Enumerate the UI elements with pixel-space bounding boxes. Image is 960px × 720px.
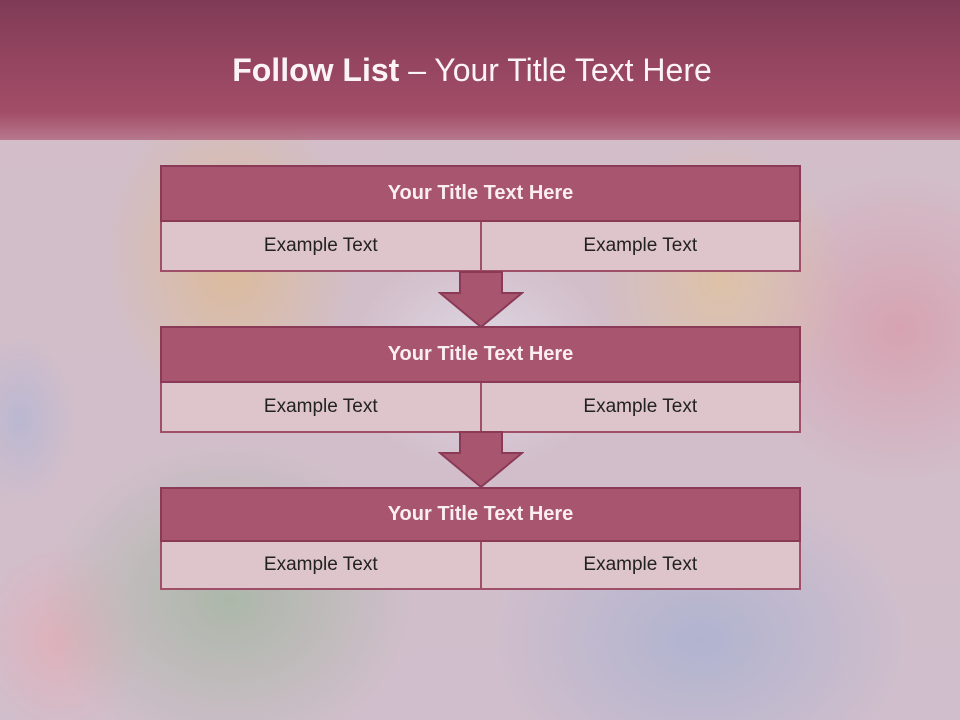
block-cell-left: Example Text: [160, 383, 482, 433]
list-block-1: Your Title Text Here Example Text Exampl…: [160, 165, 801, 272]
block-cell-right: Example Text: [481, 222, 801, 272]
block-cell-left: Example Text: [160, 542, 482, 590]
block-title: Your Title Text Here: [160, 326, 801, 383]
list-block-2: Your Title Text Here Example Text Exampl…: [160, 326, 801, 433]
block-title: Your Title Text Here: [160, 487, 801, 542]
header-band: [0, 0, 960, 140]
slide-title-bold: Follow List: [232, 52, 400, 88]
down-arrow-icon: [438, 271, 524, 329]
slide-title: Follow List – Your Title Text Here: [0, 52, 944, 89]
block-cell-right: Example Text: [481, 542, 801, 590]
block-row: Example Text Example Text: [160, 542, 801, 590]
down-arrow-icon: [438, 431, 524, 489]
slide-title-rest: – Your Title Text Here: [399, 52, 712, 88]
block-row: Example Text Example Text: [160, 383, 801, 433]
block-cell-right: Example Text: [481, 383, 801, 433]
block-row: Example Text Example Text: [160, 222, 801, 272]
block-title: Your Title Text Here: [160, 165, 801, 222]
block-cell-left: Example Text: [160, 222, 482, 272]
list-block-3: Your Title Text Here Example Text Exampl…: [160, 487, 801, 590]
